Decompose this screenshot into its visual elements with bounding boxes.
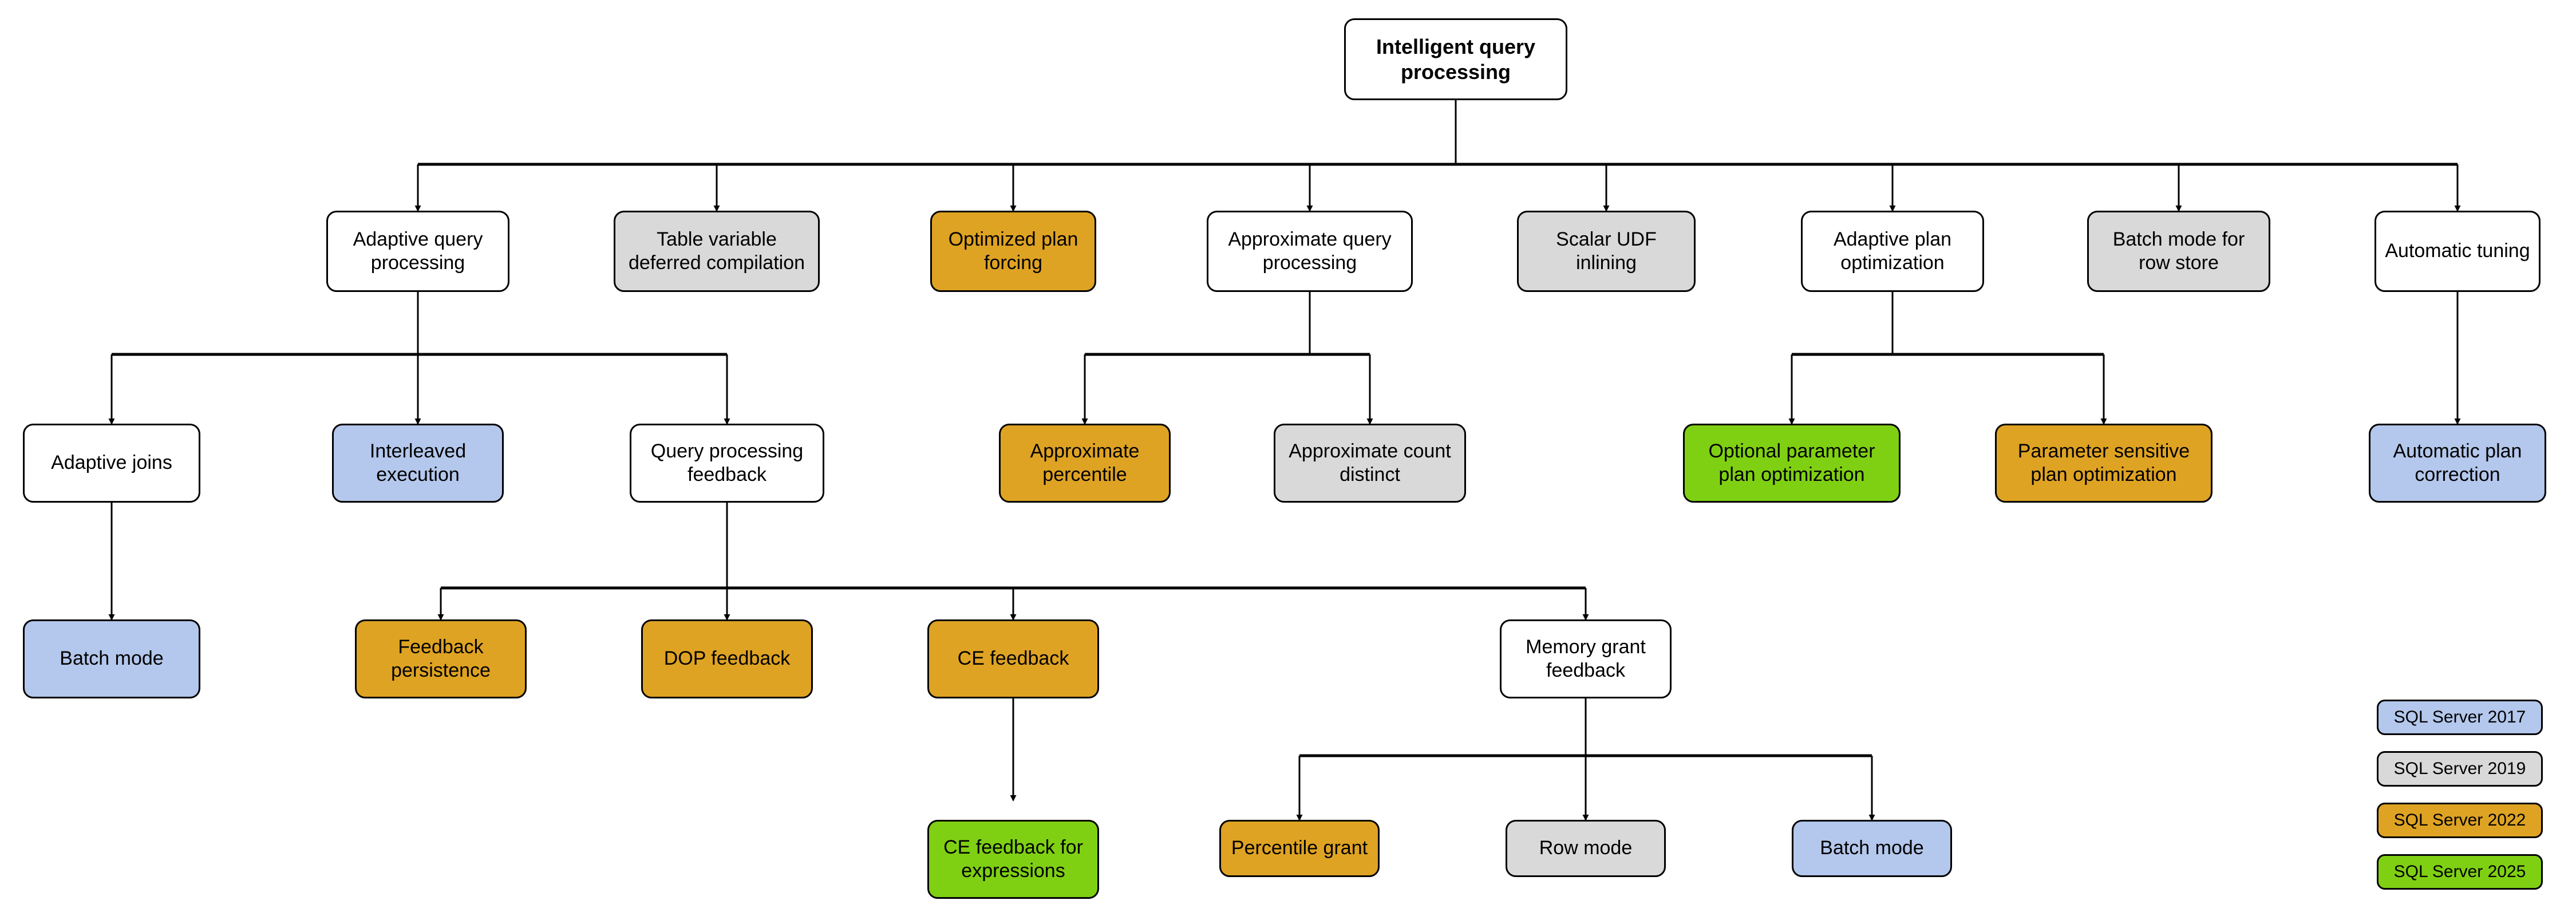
node-dop-feedback[interactable]: DOP feedback — [641, 619, 813, 698]
node-ce-feedback[interactable]: CE feedback — [927, 619, 1099, 698]
node-intelligent-query-processing[interactable]: Intelligent query processing — [1344, 18, 1567, 100]
legend-item-sql-server-2019[interactable]: SQL Server 2019 — [2377, 751, 2543, 787]
legend-item-sql-server-2025[interactable]: SQL Server 2025 — [2377, 854, 2543, 890]
node-automatic-tuning[interactable]: Automatic tuning — [2374, 211, 2541, 292]
node-adaptive-plan-optimization[interactable]: Adaptive plan optimization — [1801, 211, 1984, 292]
node-percentile-grant[interactable]: Percentile grant — [1219, 820, 1380, 877]
legend-item-sql-server-2017[interactable]: SQL Server 2017 — [2377, 700, 2543, 735]
node-approximate-query-processing[interactable]: Approximate query processing — [1207, 211, 1413, 292]
node-table-variable-deferred-compilation[interactable]: Table variable deferred compilation — [614, 211, 820, 292]
node-adaptive-joins[interactable]: Adaptive joins — [23, 424, 200, 503]
legend-item-sql-server-2022[interactable]: SQL Server 2022 — [2377, 803, 2543, 838]
node-interleaved-execution[interactable]: Interleaved execution — [332, 424, 504, 503]
node-approximate-percentile[interactable]: Approximate percentile — [999, 424, 1171, 503]
node-automatic-plan-correction[interactable]: Automatic plan correction — [2369, 424, 2546, 503]
node-query-processing-feedback[interactable]: Query processing feedback — [630, 424, 824, 503]
node-scalar-udf-inlining[interactable]: Scalar UDF inlining — [1517, 211, 1696, 292]
node-optional-parameter-plan-optimization[interactable]: Optional parameter plan optimization — [1683, 424, 1901, 503]
node-parameter-sensitive-plan-optimization[interactable]: Parameter sensitive plan optimization — [1995, 424, 2212, 503]
node-batch-mode-adaptive-joins[interactable]: Batch mode — [23, 619, 200, 698]
node-approximate-count-distinct[interactable]: Approximate count distinct — [1274, 424, 1466, 503]
node-row-mode[interactable]: Row mode — [1506, 820, 1666, 877]
node-adaptive-query-processing[interactable]: Adaptive query processing — [326, 211, 509, 292]
node-memory-grant-feedback[interactable]: Memory grant feedback — [1500, 619, 1672, 698]
node-batch-mode-for-row-store[interactable]: Batch mode for row store — [2087, 211, 2270, 292]
node-feedback-persistence[interactable]: Feedback persistence — [355, 619, 527, 698]
node-ce-feedback-for-expressions[interactable]: CE feedback for expressions — [927, 820, 1099, 899]
node-batch-mode-memory-grant[interactable]: Batch mode — [1792, 820, 1952, 877]
node-optimized-plan-forcing[interactable]: Optimized plan forcing — [930, 211, 1096, 292]
